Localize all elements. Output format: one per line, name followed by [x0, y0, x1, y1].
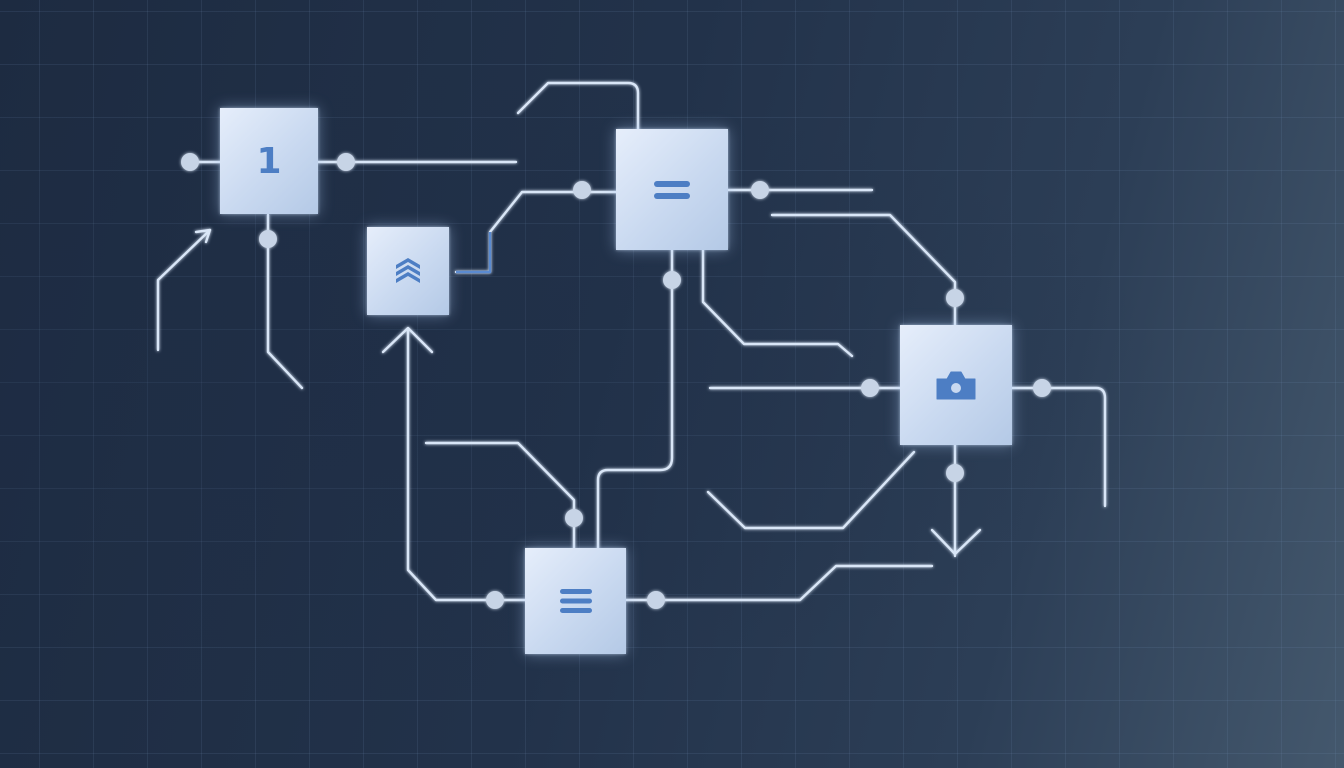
node-camera	[900, 325, 1012, 445]
wire-equals-down	[596, 248, 674, 550]
stacked-chevrons-icon	[393, 256, 423, 286]
port-dot	[259, 230, 277, 248]
port-dot	[946, 464, 964, 482]
camera-icon	[935, 369, 977, 401]
port-dot	[751, 181, 769, 199]
port-dot	[181, 153, 199, 171]
wire-upper-diag	[424, 441, 576, 550]
arrowhead-n1	[194, 228, 212, 244]
wire-menu-right	[624, 564, 934, 602]
wire-accent	[456, 232, 492, 274]
wire-camera-right	[1010, 386, 1107, 508]
port-dot	[337, 153, 355, 171]
port-dot	[946, 289, 964, 307]
node-one: 1	[220, 108, 318, 214]
port-dot	[486, 591, 504, 609]
node-menu	[525, 548, 626, 654]
wire-equals-diag	[701, 248, 854, 358]
wire-camera-diag	[706, 450, 916, 530]
menu-lines-icon	[559, 588, 593, 614]
arrowhead-camera	[930, 528, 982, 556]
port-dot	[861, 379, 879, 397]
wire-equals-left	[454, 190, 618, 274]
wire-layers-down	[406, 328, 527, 602]
node-layers	[367, 227, 449, 315]
wire-n1-down	[266, 213, 304, 390]
node-one-label: 1	[256, 140, 282, 182]
wire-right-loop	[770, 213, 957, 328]
node-equals	[616, 129, 728, 250]
arrowhead-layers	[381, 326, 434, 354]
equals-icon	[652, 179, 692, 201]
port-dot	[647, 591, 665, 609]
port-dot	[565, 509, 583, 527]
wire-left-arrow	[156, 228, 212, 352]
port-dot	[663, 271, 681, 289]
wire-top-loop	[516, 81, 640, 132]
port-dot	[573, 181, 591, 199]
port-dot	[1033, 379, 1051, 397]
